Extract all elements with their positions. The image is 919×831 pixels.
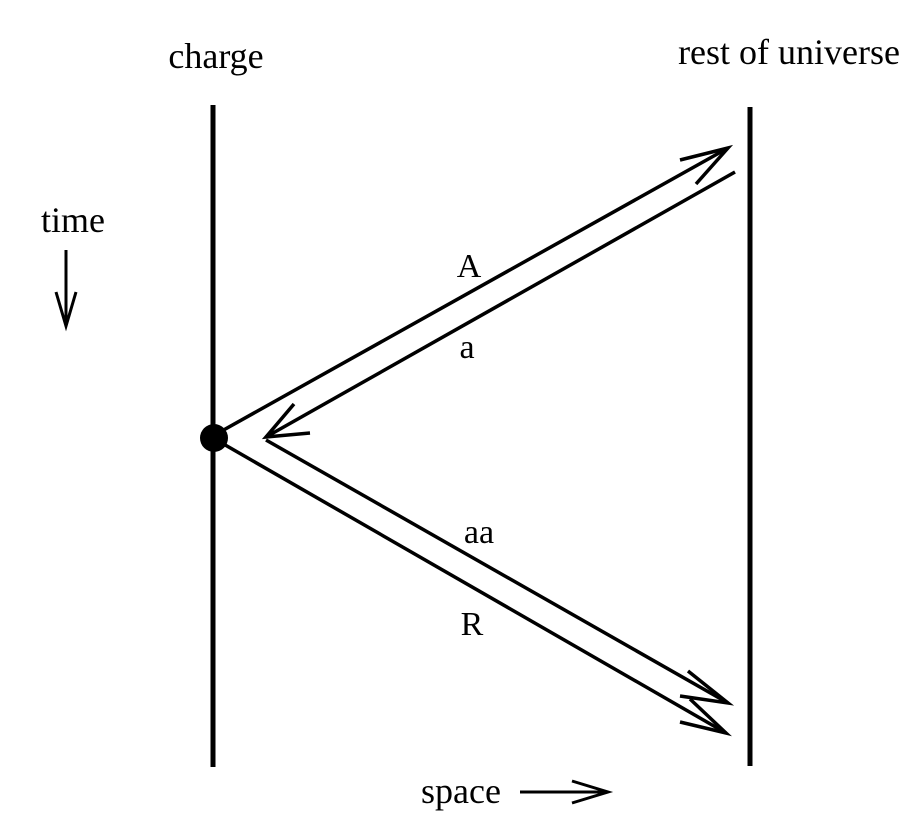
time-label: time [41, 200, 105, 240]
wave-label-A: A [457, 248, 482, 285]
retarded-wave-outgoing [219, 440, 732, 737]
wave-label-a: a [459, 329, 474, 366]
wave-label-R: R [461, 606, 484, 643]
space-arrow-right-icon [520, 779, 614, 805]
time-arrow-down-icon [54, 250, 78, 332]
charge-event-dot [200, 424, 228, 452]
wave-label-aa: aa [464, 514, 494, 551]
advanced-response-continuing [265, 438, 735, 706]
charge-label: charge [168, 36, 263, 76]
advanced-wave-outgoing [219, 144, 734, 434]
advanced-response-incoming [261, 170, 736, 440]
rest-of-universe-label: rest of universe [678, 32, 900, 72]
space-label: space [421, 771, 501, 811]
